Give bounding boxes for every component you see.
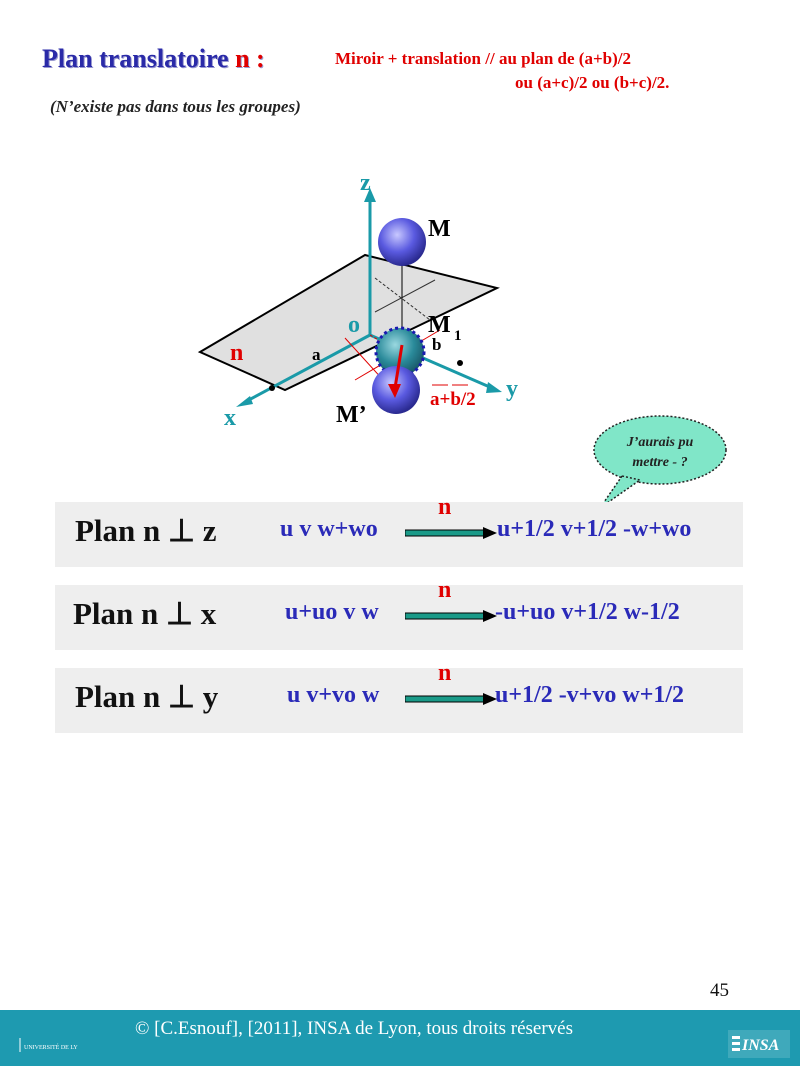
definition-line-1: Miroir + translation // au plan de (a+b)… — [335, 49, 631, 68]
row-lhs: u v+vo w — [287, 682, 380, 708]
transform-row-x: Plan n ⊥ x u+uo v w n -u+uo v+1/2 w-1/2 — [55, 577, 743, 650]
z-axis-arrowhead — [364, 188, 376, 202]
label-M1-subscript: 1 — [454, 328, 462, 344]
lattice-point-b — [457, 360, 463, 366]
row-arrow — [405, 693, 497, 705]
copyright-text: © [C.Esnouf], [2011], INSA de Lyon, tous… — [135, 1018, 574, 1039]
glide-arrow — [393, 344, 404, 389]
subtitle: (N’existe pas dans tous les groupes) — [50, 97, 301, 116]
bubble-line-1: J’aurais pu — [626, 435, 694, 450]
row-arrow — [405, 610, 497, 622]
label-b: b — [432, 335, 441, 354]
label-x: x — [224, 405, 236, 431]
row-arrow — [405, 527, 497, 539]
mirror-plane — [197, 253, 500, 392]
logo-right-text: INSA — [741, 1037, 780, 1054]
row-label: Plan n ⊥ y — [75, 679, 219, 714]
plane-grid-line — [374, 277, 431, 321]
row-n-label: n — [438, 577, 452, 603]
transform-row-z: Plan n ⊥ z u v w+wo n u+1/2 v+1/2 -w+wo — [55, 494, 743, 567]
label-M1: M — [428, 312, 451, 338]
row-rhs: u+1/2 v+1/2 -w+wo — [497, 516, 692, 542]
x-axis-arrowhead — [236, 396, 253, 407]
footer-bar: UNIVERSITÉ DE LYON © [C.Esnouf], [2011],… — [0, 1010, 800, 1066]
label-z: z — [360, 170, 371, 196]
label-M: M — [428, 216, 451, 242]
label-M-prime: M’ — [336, 402, 367, 428]
university-logo-icon: UNIVERSITÉ DE LYON — [19, 1038, 78, 1052]
transform-row-y: Plan n ⊥ y u v+vo w n u+1/2 -v+vo w+1/2 — [55, 660, 743, 733]
label-n: n — [230, 340, 243, 366]
row-label: Plan n ⊥ z — [75, 513, 217, 548]
lattice-point-a — [269, 385, 275, 391]
row-rhs: -u+uo v+1/2 w-1/2 — [495, 599, 680, 625]
insa-logo-icon: INSA — [728, 1030, 790, 1058]
row-label: Plan n ⊥ x — [73, 596, 217, 631]
speech-bubble: J’aurais pu mettre - ? — [593, 415, 727, 509]
glide-plane-diagram: z x y o M M 1 M’ n a b a+b/2 — [197, 170, 518, 431]
label-origin: o — [348, 312, 360, 338]
bubble-line-2: mettre - ? — [632, 455, 687, 470]
row-lhs: u+uo v w — [285, 599, 379, 625]
row-n-label: n — [438, 494, 452, 520]
title-main: Plan translatoire — [42, 44, 229, 73]
label-y: y — [506, 376, 518, 402]
label-a: a — [312, 345, 321, 364]
x-axis — [244, 333, 371, 404]
title-n: n : — [235, 44, 265, 73]
row-n-label: n — [438, 660, 452, 686]
glide-arrowhead — [388, 384, 401, 398]
page-number: 45 — [710, 980, 729, 1001]
row-lhs: u v w+wo — [280, 516, 378, 542]
label-translation: a+b/2 — [430, 389, 476, 410]
atom-M — [378, 218, 426, 266]
row-rhs: u+1/2 -v+vo w+1/2 — [495, 682, 685, 708]
y-axis-arrowhead — [486, 382, 502, 393]
logo-left-text: UNIVERSITÉ DE LYON — [24, 1043, 78, 1051]
definition-line-2: ou (a+c)/2 ou (b+c)/2. — [515, 73, 670, 92]
page-title: Plan translatoire n : — [42, 44, 265, 74]
plane-grid-line — [374, 279, 436, 313]
